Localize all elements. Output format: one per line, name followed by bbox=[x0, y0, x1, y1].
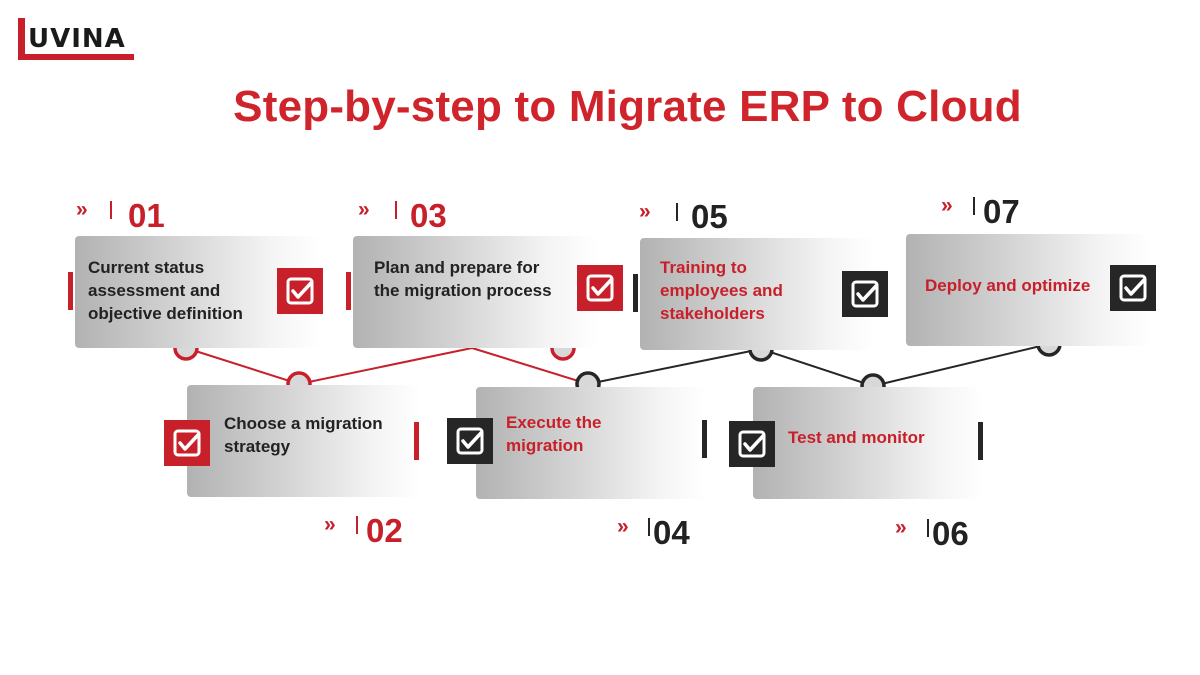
step-number: 04 bbox=[653, 514, 690, 551]
step-divider bbox=[110, 201, 112, 219]
step-accent-bar bbox=[68, 272, 73, 310]
step-label: Plan and prepare for the migration proce… bbox=[374, 258, 552, 300]
step-card bbox=[476, 387, 706, 499]
logo-text: UVINA bbox=[28, 24, 126, 54]
double-chevron-right-icon: » bbox=[941, 194, 953, 217]
step-accent-bar bbox=[633, 274, 638, 312]
step-divider bbox=[356, 516, 358, 534]
checkbox-checked-icon bbox=[277, 268, 323, 314]
checkbox-checked-icon bbox=[1110, 265, 1156, 311]
step-number: 05 bbox=[691, 198, 728, 235]
step-divider bbox=[973, 197, 975, 215]
step-label: Current status assessment and objective … bbox=[88, 258, 243, 323]
step-divider bbox=[395, 201, 397, 219]
connector-5-6 bbox=[760, 348, 874, 387]
connector-2-3 bbox=[298, 347, 473, 385]
double-chevron-right-icon: » bbox=[76, 198, 88, 221]
step-number: 07 bbox=[983, 193, 1020, 230]
double-chevron-right-icon: » bbox=[358, 198, 370, 221]
step-label: Execute the migration bbox=[506, 413, 602, 455]
step-card bbox=[353, 236, 598, 348]
checkbox-checked-icon bbox=[729, 421, 775, 467]
step-card bbox=[640, 238, 875, 350]
checkbox-checked-icon bbox=[842, 271, 888, 317]
connector-6-7 bbox=[872, 343, 1050, 387]
step-accent-bar bbox=[414, 422, 419, 460]
step-accent-bar bbox=[346, 272, 351, 310]
step-number: 03 bbox=[410, 197, 447, 234]
logo-underline bbox=[18, 54, 134, 60]
checkbox-checked-icon bbox=[577, 265, 623, 311]
connector-1-2 bbox=[185, 347, 300, 385]
double-chevron-right-icon: » bbox=[639, 200, 651, 223]
step-accent-bar bbox=[978, 422, 983, 460]
double-chevron-right-icon: » bbox=[895, 516, 907, 539]
step-card bbox=[753, 387, 983, 499]
step-number: 06 bbox=[932, 515, 969, 552]
step-number: 02 bbox=[366, 512, 403, 549]
connector-3-4 bbox=[471, 347, 589, 385]
step-label: Test and monitor bbox=[788, 428, 925, 447]
page-title: Step-by-step to Migrate ERP to Cloud bbox=[233, 82, 1022, 131]
step-divider bbox=[927, 519, 929, 537]
checkbox-checked-icon bbox=[164, 420, 210, 466]
checkbox-checked-icon bbox=[447, 418, 493, 464]
step-divider bbox=[676, 203, 678, 221]
logo: UVINA bbox=[18, 18, 136, 62]
double-chevron-right-icon: » bbox=[324, 513, 336, 536]
step-label: Choose a migration strategy bbox=[224, 414, 383, 456]
step-card bbox=[187, 385, 422, 497]
step-label: Deploy and optimize bbox=[925, 276, 1091, 295]
logo-bar bbox=[18, 18, 25, 60]
step-divider bbox=[648, 518, 650, 536]
step-accent-bar bbox=[702, 420, 707, 458]
step-label: Training to employees and stakeholders bbox=[660, 258, 783, 323]
step-number: 01 bbox=[128, 197, 165, 234]
double-chevron-right-icon: » bbox=[617, 515, 629, 538]
connector-4-5 bbox=[587, 348, 762, 385]
